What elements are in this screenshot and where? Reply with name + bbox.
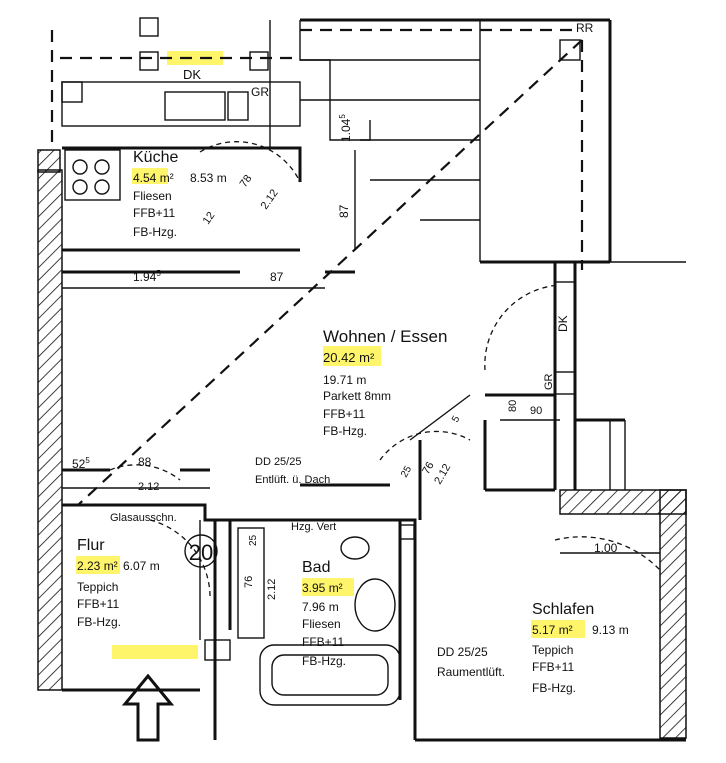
room-name: Flur xyxy=(77,537,105,554)
label-glass: Glasausschn. xyxy=(110,512,177,524)
doors xyxy=(109,141,661,640)
exterior-walls xyxy=(37,149,687,739)
room-bath: Bad 3.95 m² 7.96 m Fliesen FFB+11 FB-Hzg… xyxy=(302,559,346,668)
room-name: Schlafen xyxy=(532,601,594,618)
label-hzg-vert: Hzg. Vert xyxy=(291,521,336,533)
room-ffb: FFB+11 xyxy=(532,660,574,674)
unit-number: 20 xyxy=(189,540,213,565)
label-room-vent: Raumentlüft. xyxy=(437,665,505,679)
walls xyxy=(62,18,686,742)
room-floor: Parkett 8mm xyxy=(323,389,391,403)
room-area: 2.23 m² xyxy=(77,559,118,573)
room-floor: Teppich xyxy=(532,643,573,657)
room-perimeter: 9.13 m xyxy=(592,623,629,637)
label-gr-right: GR xyxy=(543,373,555,390)
dim-25-liv: 25 xyxy=(399,464,414,480)
room-perimeter: 8.53 m xyxy=(190,171,227,185)
label-dk-top: DK xyxy=(183,67,201,82)
room-area: 4.54 m² xyxy=(133,171,174,185)
label-dd-hall: DD 25/25 xyxy=(255,456,301,468)
dim-5: 5 xyxy=(450,414,463,425)
label-gr-top: GR xyxy=(251,85,269,99)
room-heating: FB-Hzg. xyxy=(532,681,576,695)
dim-212-kitchen: 2.12 xyxy=(259,187,281,211)
dim-80: 80 xyxy=(507,400,519,412)
room-ffb: FFB+11 xyxy=(77,597,119,611)
room-ffb: FFB+11 xyxy=(302,635,344,649)
room-living: Wohnen / Essen 20.42 m² 19.71 m Parkett … xyxy=(323,327,447,438)
room-floor: Teppich xyxy=(77,580,118,594)
label-dd-bed: DD 25/25 xyxy=(437,645,488,659)
room-floor: Fliesen xyxy=(133,189,172,203)
dim-212-hall: 2.12 xyxy=(138,481,159,493)
dim-525: 525 xyxy=(72,456,90,471)
label-rr: RR xyxy=(576,21,594,35)
room-heating: FB-Hzg. xyxy=(302,654,346,668)
room-ffb: FFB+11 xyxy=(323,407,365,421)
dashed-lines xyxy=(50,28,584,506)
room-hall: Flur 2.23 m² 6.07 m Teppich FFB+11 FB-Hz… xyxy=(77,537,160,629)
room-heating: FB-Hzg. xyxy=(77,615,121,629)
room-name: Küche xyxy=(133,149,178,166)
bath-fixtures xyxy=(204,524,415,706)
dim-76-bath: 76 xyxy=(243,576,255,588)
dim-212-bath: 2.12 xyxy=(266,579,278,600)
room-area: 3.95 m² xyxy=(302,581,343,595)
dim-125-kitchen: 12 xyxy=(201,210,218,227)
highlights xyxy=(76,51,585,659)
entrance-arrow-icon xyxy=(121,673,175,742)
room-floor: Fliesen xyxy=(302,617,341,631)
dim-104: 1.045 xyxy=(338,114,353,142)
room-perimeter: 6.07 m xyxy=(123,559,160,573)
room-perimeter: 19.71 m xyxy=(323,373,366,387)
kitchen-counter xyxy=(61,17,581,395)
room-name: Wohnen / Essen xyxy=(323,327,447,346)
dim-25-bath: 25 xyxy=(248,534,259,546)
label-vent-roof: Entlüft. ü. Dach xyxy=(255,474,330,486)
dim-90: 90 xyxy=(530,405,542,417)
room-ffb: FFB+11 xyxy=(133,206,175,220)
dim-194: 1.945 xyxy=(133,269,161,284)
room-heating: FB-Hzg. xyxy=(323,424,367,438)
room-kitchen: Küche 4.54 m² 8.53 m Fliesen FFB+11 FB-H… xyxy=(133,149,227,239)
dim-88: 88 xyxy=(138,455,152,469)
room-bedroom: Schlafen 5.17 m² 9.13 m Teppich FFB+11 F… xyxy=(532,601,629,695)
room-heating: FB-Hzg. xyxy=(133,225,177,239)
dim-100: 1.00 xyxy=(594,541,618,555)
dimension-lines xyxy=(62,150,660,554)
room-area: 5.17 m² xyxy=(532,623,573,637)
room-area: 20.42 m² xyxy=(323,350,375,365)
label-dk-right: DK xyxy=(556,315,570,332)
unit-number-circle xyxy=(184,534,218,568)
room-perimeter: 7.96 m xyxy=(302,600,339,614)
stairs xyxy=(269,20,686,490)
dim-87-horiz: 87 xyxy=(270,270,284,284)
room-name: Bad xyxy=(302,559,330,576)
dim-76-liv: 76 xyxy=(420,460,437,477)
dim-78-kitchen: 78 xyxy=(238,173,255,190)
dim-87-vert: 87 xyxy=(337,204,351,218)
